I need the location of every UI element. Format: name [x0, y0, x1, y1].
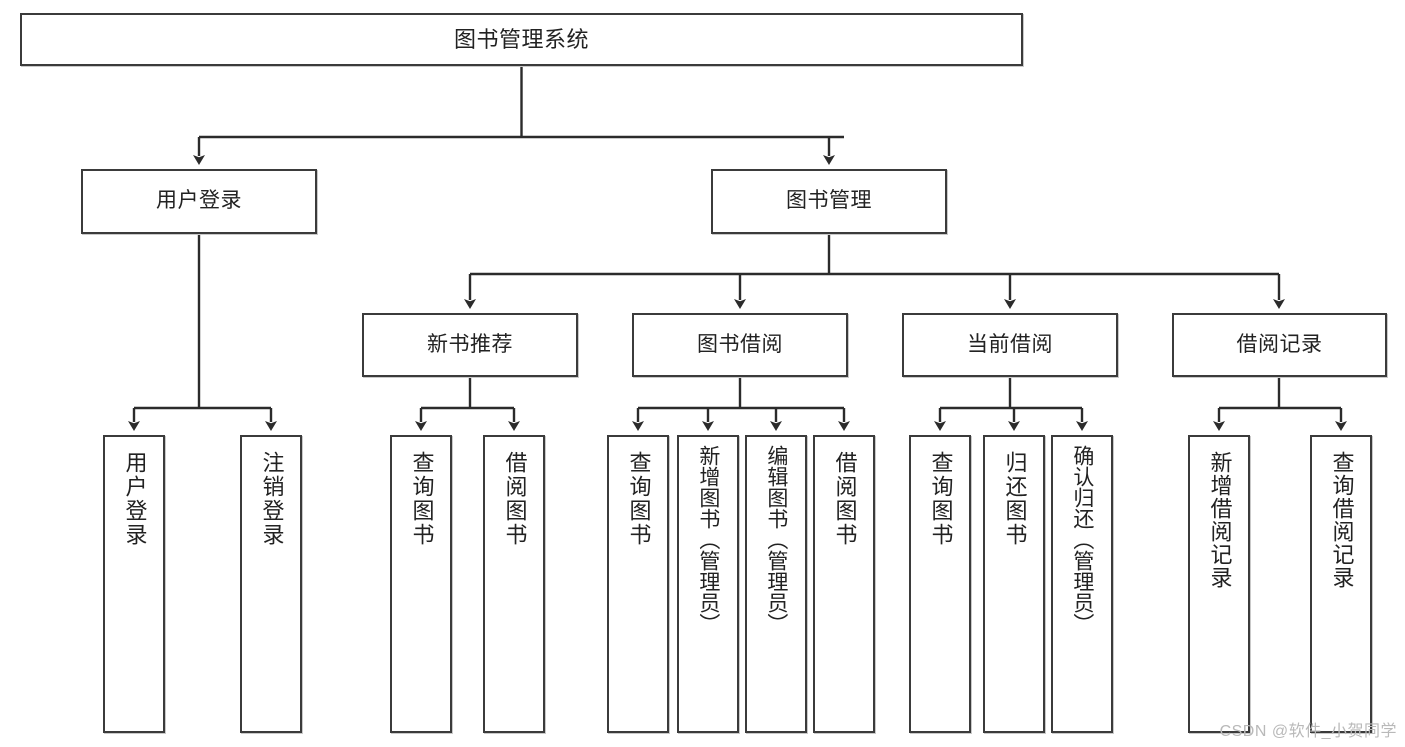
- leaf-current-query-book[interactable]: 查询图书: [909, 435, 971, 733]
- leaf-user-logout[interactable]: 注销登录: [240, 435, 302, 733]
- leaf-borrow-add-book-label: 新增图书（管理员）: [696, 445, 720, 634]
- leaf-borrow-edit-book-label: 编辑图书（管理员）: [764, 445, 788, 634]
- leaf-user-login-label: 用户登录: [122, 451, 148, 547]
- node-book-management-label: 图书管理: [786, 189, 872, 213]
- node-root-label: 图书管理系统: [453, 26, 589, 52]
- node-new-book-recommend-label: 新书推荐: [427, 332, 513, 356]
- leaf-recommend-query-book[interactable]: 查询图书: [390, 435, 452, 733]
- node-book-borrow-label: 图书借阅: [697, 332, 783, 356]
- leaf-borrow-borrow-book[interactable]: 借阅图书: [813, 435, 875, 733]
- leaf-borrow-query-book[interactable]: 查询图书: [607, 435, 669, 733]
- node-book-management[interactable]: 图书管理: [711, 169, 947, 234]
- leaf-record-add-label: 新增借阅记录: [1207, 451, 1233, 589]
- node-new-book-recommend[interactable]: 新书推荐: [362, 313, 578, 377]
- leaf-current-return-book-label: 归还图书: [1002, 451, 1028, 547]
- leaf-borrow-add-book[interactable]: 新增图书（管理员）: [677, 435, 739, 733]
- node-current-borrow[interactable]: 当前借阅: [902, 313, 1118, 377]
- node-book-borrow[interactable]: 图书借阅: [632, 313, 848, 377]
- leaf-record-add[interactable]: 新增借阅记录: [1188, 435, 1250, 733]
- leaf-borrow-edit-book[interactable]: 编辑图书（管理员）: [745, 435, 807, 733]
- leaf-user-login[interactable]: 用户登录: [103, 435, 165, 733]
- node-borrow-record-label: 借阅记录: [1236, 332, 1323, 356]
- node-current-borrow-label: 当前借阅: [967, 332, 1053, 356]
- leaf-borrow-query-book-label: 查询图书: [626, 451, 652, 547]
- csdn-watermark: CSDN @软件_小贺同学: [1219, 723, 1397, 740]
- leaf-user-logout-label: 注销登录: [259, 451, 285, 547]
- leaf-record-query[interactable]: 查询借阅记录: [1310, 435, 1372, 733]
- node-user-login-label: 用户登录: [156, 189, 242, 213]
- node-root[interactable]: 图书管理系统: [20, 13, 1023, 66]
- leaf-recommend-borrow-book[interactable]: 借阅图书: [483, 435, 545, 733]
- leaf-current-query-book-label: 查询图书: [928, 451, 954, 547]
- leaf-borrow-borrow-book-label: 借阅图书: [832, 451, 858, 547]
- leaf-current-confirm-return[interactable]: 确认归还（管理员）: [1051, 435, 1113, 733]
- leaf-record-query-label: 查询借阅记录: [1329, 451, 1355, 589]
- leaf-recommend-query-book-label: 查询图书: [409, 451, 435, 547]
- node-borrow-record[interactable]: 借阅记录: [1172, 313, 1387, 377]
- leaf-current-confirm-return-label: 确认归还（管理员）: [1070, 445, 1094, 634]
- leaf-current-return-book[interactable]: 归还图书: [983, 435, 1045, 733]
- node-user-login[interactable]: 用户登录: [81, 169, 317, 234]
- leaf-recommend-borrow-book-label: 借阅图书: [502, 451, 528, 547]
